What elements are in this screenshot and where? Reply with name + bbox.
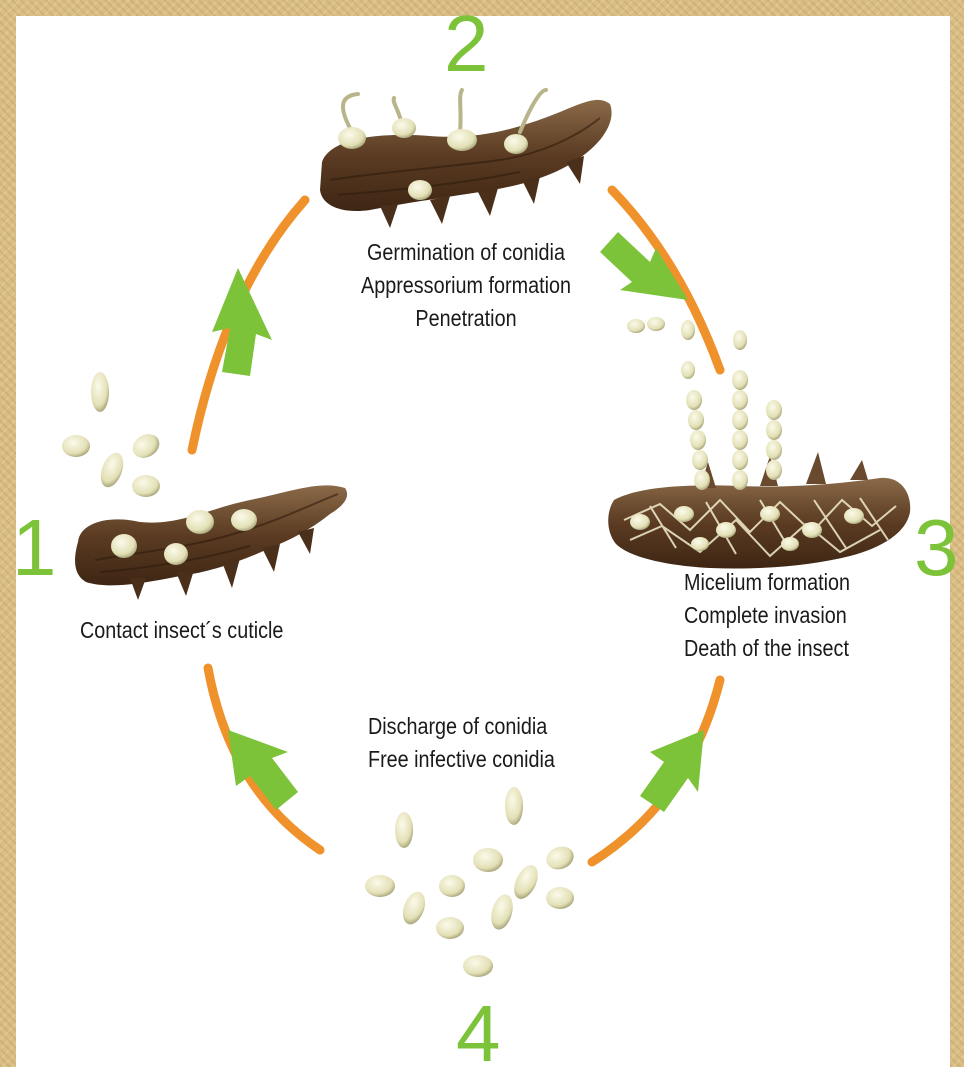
conidium bbox=[686, 390, 702, 410]
caption-line: Appressorium formation bbox=[337, 269, 595, 302]
conidium bbox=[766, 460, 782, 480]
conidium bbox=[128, 429, 163, 462]
conidium bbox=[692, 450, 708, 470]
arrow-1-to-2 bbox=[212, 268, 272, 376]
stage-1-conidia bbox=[62, 372, 164, 497]
conidium bbox=[688, 410, 704, 430]
conidium bbox=[694, 470, 710, 490]
conidium bbox=[91, 372, 109, 412]
conidium bbox=[62, 435, 90, 457]
caption-line: Germination of conidia bbox=[337, 236, 595, 269]
conidium bbox=[766, 420, 782, 440]
stage-2-caption: Germination of conidia Appressorium form… bbox=[337, 236, 595, 335]
caterpillar-spikes bbox=[700, 452, 868, 488]
conidium bbox=[111, 534, 137, 558]
conidium bbox=[488, 892, 517, 932]
conidium bbox=[681, 320, 695, 340]
conidium bbox=[338, 127, 366, 149]
caption-line: Contact insect´s cuticle bbox=[80, 614, 283, 647]
conidium bbox=[186, 510, 214, 534]
stage-1-caption: Contact insect´s cuticle bbox=[80, 614, 283, 647]
caption-line: Micelium formation bbox=[684, 566, 850, 599]
stage-4-free-conidia bbox=[365, 787, 577, 977]
stage-1-caterpillar-illustration bbox=[75, 485, 347, 600]
conidium bbox=[447, 129, 477, 151]
arrow-3-to-4 bbox=[640, 730, 704, 812]
conidium bbox=[395, 812, 413, 848]
caption-line: Penetration bbox=[337, 302, 595, 335]
stage-4-caption: Discharge of conidia Free infective coni… bbox=[368, 710, 555, 776]
conidium bbox=[732, 370, 748, 390]
conidium bbox=[647, 317, 665, 331]
conidium bbox=[844, 508, 864, 524]
conidium bbox=[691, 537, 709, 551]
stage-3-conidia-chains bbox=[627, 317, 782, 490]
conidium bbox=[716, 522, 736, 538]
conidium bbox=[630, 514, 650, 530]
conidium bbox=[732, 450, 748, 470]
conidium bbox=[504, 134, 528, 154]
conidium bbox=[132, 475, 160, 497]
conidium bbox=[732, 470, 748, 490]
germ-tube bbox=[343, 94, 358, 132]
conidium bbox=[760, 506, 780, 522]
germ-tube bbox=[460, 90, 462, 132]
conidium bbox=[463, 955, 493, 977]
caption-line: Discharge of conidia bbox=[368, 710, 555, 743]
conidium bbox=[509, 861, 542, 902]
stage-3-number: 3 bbox=[914, 508, 959, 588]
conidium bbox=[674, 506, 694, 522]
conidium bbox=[546, 887, 574, 909]
conidium bbox=[231, 509, 257, 531]
caption-line: Free infective conidia bbox=[368, 743, 555, 776]
caterpillar-body bbox=[320, 100, 612, 211]
stage-1-number: 1 bbox=[12, 508, 57, 588]
conidium bbox=[439, 875, 465, 897]
conidium bbox=[96, 450, 127, 491]
conidium bbox=[766, 440, 782, 460]
conidium bbox=[732, 430, 748, 450]
conidium bbox=[627, 319, 645, 333]
stage-2-number: 2 bbox=[444, 4, 489, 84]
conidium bbox=[505, 787, 523, 825]
conidium bbox=[408, 180, 432, 200]
conidium bbox=[732, 410, 748, 430]
conidium bbox=[681, 361, 695, 379]
conidium bbox=[732, 390, 748, 410]
conidium bbox=[733, 330, 747, 350]
conidium bbox=[690, 430, 706, 450]
arc-3-to-4 bbox=[592, 680, 720, 862]
conidium bbox=[365, 875, 395, 897]
conidium bbox=[436, 917, 464, 939]
conidium bbox=[164, 543, 188, 565]
conidium bbox=[781, 537, 799, 551]
caption-line: Death of the insect bbox=[684, 632, 850, 665]
stage-2-caterpillar-illustration bbox=[320, 90, 612, 228]
stage-3-caption: Micelium formation Complete invasion Dea… bbox=[684, 566, 850, 665]
stage-3-caterpillar-illustration bbox=[608, 452, 910, 569]
conidium bbox=[473, 848, 503, 872]
conidium bbox=[543, 843, 577, 873]
stage-4-number: 4 bbox=[456, 994, 501, 1074]
conidium bbox=[766, 400, 782, 420]
conidium bbox=[399, 889, 429, 928]
conidium bbox=[392, 118, 416, 138]
conidium bbox=[802, 522, 822, 538]
caption-line: Complete invasion bbox=[684, 599, 850, 632]
germ-tubes bbox=[343, 90, 546, 132]
